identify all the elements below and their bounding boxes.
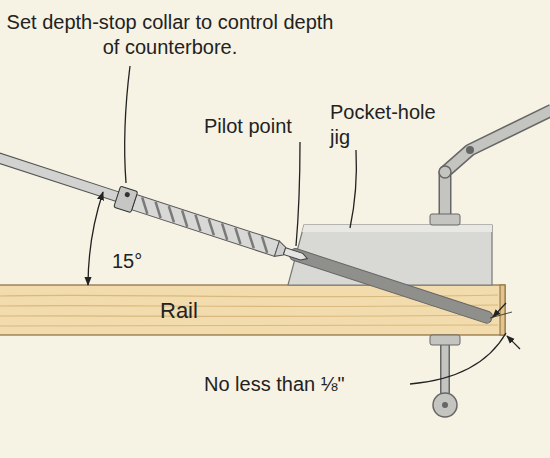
angle-arc bbox=[88, 192, 103, 285]
dimension-arrow bbox=[493, 303, 506, 317]
leader-line bbox=[125, 66, 130, 183]
part-label: Pilot point bbox=[204, 114, 324, 139]
leader-line bbox=[410, 333, 506, 384]
twist-body bbox=[132, 195, 280, 257]
rail-board-label: Rail bbox=[160, 297, 198, 325]
callout-note: Set depth-stop collar to control depth o… bbox=[2, 10, 338, 60]
guide-bore bbox=[288, 247, 493, 324]
part-label: Pocket-hole jig bbox=[330, 100, 448, 150]
clamp-bottom bbox=[430, 335, 460, 417]
leader-line bbox=[296, 142, 300, 246]
pocket-hole-jig bbox=[288, 225, 492, 285]
dimension-label: No less than ⅛" bbox=[204, 372, 414, 397]
drill-bit bbox=[0, 146, 495, 329]
depth-stop-collar bbox=[114, 186, 138, 212]
pilot-point bbox=[283, 248, 308, 262]
leader-line bbox=[350, 150, 356, 228]
dimension-arrow bbox=[507, 336, 520, 349]
board-node: Rail bbox=[0, 285, 500, 335]
angle-label: 15° bbox=[112, 249, 172, 274]
toggle-clamp bbox=[430, 110, 550, 225]
